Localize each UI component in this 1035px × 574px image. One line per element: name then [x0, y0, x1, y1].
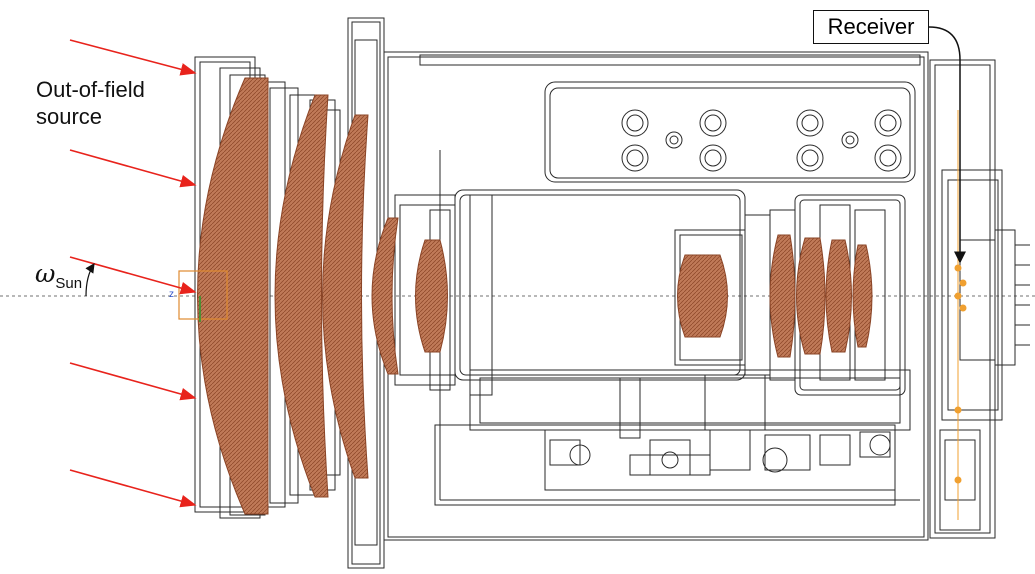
ray-2	[69, 149, 197, 188]
ray-5	[69, 469, 197, 508]
ray-4	[69, 362, 197, 401]
ray-3	[69, 256, 197, 295]
out-of-field-source-label: Out-of-field source	[36, 76, 145, 130]
aperture-marker	[178, 270, 228, 322]
lens-elements	[197, 77, 873, 515]
receiver-leader	[928, 26, 966, 264]
omega-subscript: Sun	[55, 275, 83, 292]
omega-symbol: ω	[35, 259, 56, 288]
sun-angle-label: ωSun	[35, 259, 82, 292]
receiver-sensor	[954, 110, 967, 520]
receiver-label: Receiver	[813, 10, 929, 44]
ray-1	[69, 39, 197, 76]
z-axis-label: z	[169, 289, 174, 300]
sun-angle-arc	[85, 263, 95, 297]
incoming-rays	[69, 39, 197, 508]
screw-holes	[569, 109, 902, 473]
source-label-line2: source	[36, 104, 103, 129]
source-label-line1: Out-of-field	[36, 77, 145, 102]
